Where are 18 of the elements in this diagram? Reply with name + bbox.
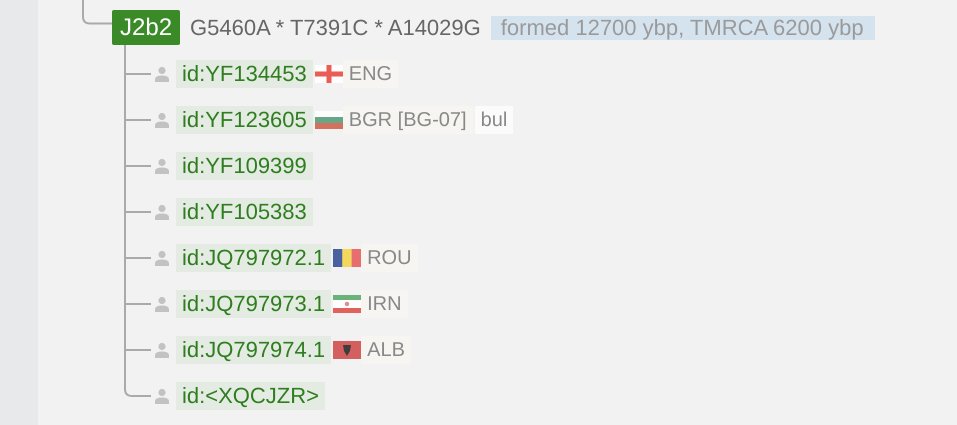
country-code: ENG xyxy=(342,60,398,88)
age-estimate-tag: formed 12700 ybp, TMRCA 6200 ybp xyxy=(490,16,875,40)
country-code: IRN xyxy=(361,290,408,318)
sample-id-tag: id:JQ797972.1 xyxy=(176,244,332,272)
sample-id-tag: id:<XQCJZR> xyxy=(176,382,325,410)
language-tag: bul xyxy=(474,106,514,134)
country-code: ALB xyxy=(361,336,411,364)
sample-id-tag: id:YF105383 xyxy=(176,198,313,226)
tree-connector xyxy=(82,0,112,24)
sample-id-tag: id:JQ797974.1 xyxy=(176,336,332,364)
sample-id-tag: id:YF109399 xyxy=(176,152,313,180)
haplogroup-badge: J2b2 xyxy=(112,10,180,45)
mutation-list: G5460A * T7391C * A14029G xyxy=(190,14,481,40)
sample-id-tag: id:YF123605 xyxy=(176,106,313,134)
country-code: ROU xyxy=(361,244,418,272)
country-code: BGR [BG-07] xyxy=(342,106,473,134)
sample-id-tag: id:YF134453 xyxy=(176,60,313,88)
sample-id-tag: id:JQ797973.1 xyxy=(176,290,332,318)
